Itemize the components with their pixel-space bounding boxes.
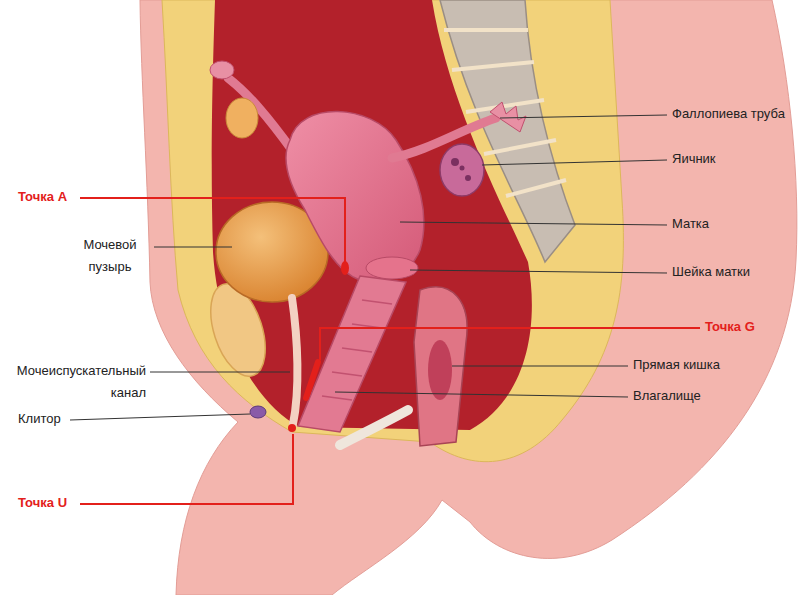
part-label: Влагалище <box>633 388 701 404</box>
point-label: Точка U <box>18 495 67 511</box>
point-a-marker <box>341 261 349 275</box>
label-box: Шейка матки <box>672 264 750 280</box>
label-box: Мочевой пузырь <box>70 234 150 278</box>
label-box: Клитор <box>18 411 61 427</box>
part-label: Матка <box>672 216 709 232</box>
part-label: Яичник <box>672 151 716 167</box>
label-box: Фаллопиева труба <box>672 106 785 122</box>
point-u-marker <box>288 424 296 432</box>
part-label: Мочевой пузырь <box>70 234 150 278</box>
label-box: Точка A <box>18 189 67 205</box>
clitoris <box>250 406 266 418</box>
tube-right <box>392 118 496 158</box>
label-box: Точка G <box>705 319 755 335</box>
part-label: Шейка матки <box>672 264 750 280</box>
fat-layer <box>162 0 623 462</box>
leader-lines <box>70 115 667 420</box>
part-label: Фаллопиева труба <box>672 106 785 122</box>
urethra <box>292 298 297 424</box>
body-skin <box>140 0 797 595</box>
fimbria-left <box>210 61 234 79</box>
vagina-rugae <box>322 300 392 400</box>
vagina <box>298 276 406 432</box>
part-label: Клитор <box>18 411 61 427</box>
label-box: Яичник <box>672 151 716 167</box>
point-label: Точка G <box>705 319 755 335</box>
uterus <box>286 111 424 281</box>
point-g-marker <box>306 362 318 398</box>
part-label: Мочеиспускательный канал <box>6 360 146 404</box>
label-box: Прямая кишка <box>633 357 720 373</box>
ovary-right <box>440 144 484 196</box>
label-box: Точка U <box>18 495 67 511</box>
ovary-left <box>226 98 258 138</box>
point-label: Точка A <box>18 189 67 205</box>
cervix <box>366 257 418 279</box>
part-label: Прямая кишка <box>633 357 720 373</box>
fimbria-right <box>490 102 526 132</box>
label-box: Мочеиспускательный канал <box>6 360 146 404</box>
label-box: Матка <box>672 216 709 232</box>
ischium <box>340 410 408 445</box>
point-leaders <box>80 198 700 504</box>
label-box: Влагалище <box>633 388 701 404</box>
